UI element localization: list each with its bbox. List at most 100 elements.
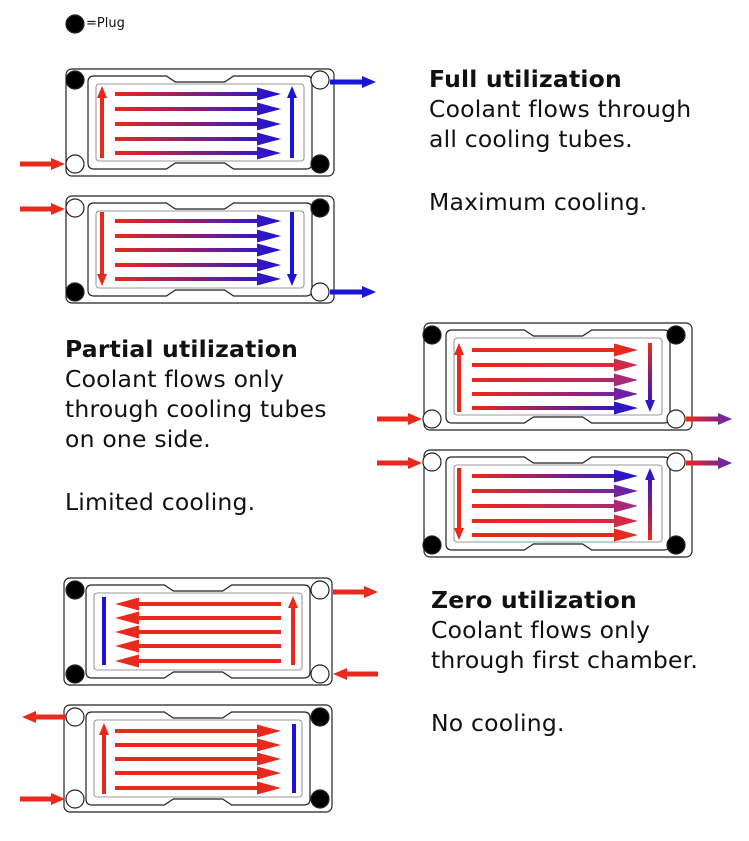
legend-plug-icon <box>65 14 85 34</box>
section-zero-title: Zero utilization <box>431 586 637 614</box>
open-port-icon <box>65 198 85 218</box>
flow-tube-arrow <box>115 752 281 766</box>
flow-tube-arrow <box>115 611 281 625</box>
inlet-arrow <box>377 457 422 469</box>
flow-tube-arrow <box>472 528 638 542</box>
plug-icon <box>310 198 330 218</box>
inlet-arrow <box>377 413 422 425</box>
plug-icon <box>65 70 85 90</box>
section-partial-line: on one side. <box>65 425 211 453</box>
open-port-icon <box>310 70 330 90</box>
open-port-icon <box>310 580 330 600</box>
flow-tube-arrow <box>115 117 281 131</box>
section-zero-conclusion: No cooling. <box>431 709 565 737</box>
flow-tube-arrow <box>115 146 281 160</box>
flow-tube-arrow <box>115 625 281 639</box>
open-port-icon <box>666 409 686 429</box>
flow-tube-arrow <box>115 272 281 286</box>
outlet-arrow <box>333 586 378 598</box>
plug-icon <box>666 535 686 555</box>
section-partial-title: Partial utilization <box>65 335 299 363</box>
flow-tube-arrow <box>115 102 281 116</box>
flow-down-arrow <box>645 343 655 412</box>
open-port-icon <box>65 707 85 727</box>
flow-down-arrow <box>97 212 107 286</box>
radiator-tube-area <box>93 719 303 798</box>
flow-tube-arrow <box>472 499 638 513</box>
radiator-tube-area <box>453 337 663 416</box>
outlet-arrow <box>330 286 376 298</box>
section-partial-line: Coolant flows only <box>65 365 285 393</box>
flow-up-arrow <box>454 343 464 412</box>
plug-icon <box>65 580 85 600</box>
open-port-icon <box>422 452 442 472</box>
flow-up-arrow <box>99 723 109 794</box>
section-full-title: Full utilization <box>429 65 622 93</box>
flow-tube-arrow <box>472 514 638 528</box>
flow-tube-arrow <box>115 258 281 272</box>
open-port-icon <box>422 409 442 429</box>
open-port-icon <box>65 789 85 809</box>
plug-icon <box>310 154 330 174</box>
plug-icon <box>310 789 330 809</box>
flow-bar <box>292 724 296 793</box>
section-full-conclusion: Maximum cooling. <box>429 188 648 216</box>
radiator-tube-area <box>93 592 303 671</box>
flow-tube-arrow <box>115 132 281 146</box>
plug-icon <box>310 707 330 727</box>
flow-up-arrow <box>287 86 297 158</box>
flow-tube-arrow <box>115 639 281 653</box>
flow-tube-arrow <box>115 243 281 257</box>
flow-tube-arrow <box>115 766 281 780</box>
inlet-arrow <box>20 203 65 215</box>
outlet-arrow <box>686 413 732 425</box>
outlet-arrow <box>686 457 732 469</box>
flow-tube-arrow <box>472 387 638 401</box>
section-full-line: all cooling tubes. <box>429 125 633 153</box>
flow-down-arrow <box>287 212 297 286</box>
flow-tube-arrow <box>115 214 281 228</box>
section-full: Full utilization Coolant flows through a… <box>429 64 691 217</box>
flow-tube-arrow <box>115 724 281 738</box>
radiator-tube-area <box>453 464 663 543</box>
inlet-arrow <box>20 793 65 805</box>
plug-icon <box>422 325 442 345</box>
open-port-icon <box>310 664 330 684</box>
section-partial-conclusion: Limited cooling. <box>65 488 256 516</box>
plug-icon <box>65 664 85 684</box>
section-partial: Partial utilization Coolant flows only t… <box>65 334 327 517</box>
section-full-line: Coolant flows through <box>429 95 692 123</box>
flow-tube-arrow <box>472 373 638 387</box>
flow-tube-arrow <box>115 229 281 243</box>
outlet-arrow <box>22 711 66 723</box>
flow-tube-arrow <box>115 87 281 101</box>
open-port-icon <box>65 154 85 174</box>
flow-tube-arrow <box>472 401 638 415</box>
flow-tube-arrow <box>115 597 281 611</box>
plug-icon <box>666 325 686 345</box>
flow-down-arrow <box>454 468 464 540</box>
outlet-arrow <box>330 76 376 88</box>
legend-plug-label: =Plug <box>86 16 125 31</box>
plug-icon <box>422 535 442 555</box>
flow-up-arrow <box>288 596 298 665</box>
section-partial-line: through cooling tubes <box>65 395 327 423</box>
flow-tube-arrow <box>472 358 638 372</box>
section-zero-line: through first chamber. <box>431 646 699 674</box>
flow-up-arrow <box>645 468 655 540</box>
section-zero: Zero utilization Coolant flows only thro… <box>431 585 698 738</box>
section-zero-line: Coolant flows only <box>431 616 651 644</box>
flow-tube-arrow <box>472 469 638 483</box>
radiator-tube-area <box>95 210 305 289</box>
open-port-icon <box>310 282 330 302</box>
flow-tube-arrow <box>115 738 281 752</box>
flow-tube-arrow <box>115 654 281 668</box>
inlet-arrow <box>20 158 65 170</box>
flow-tube-arrow <box>115 781 281 795</box>
flow-tube-arrow <box>472 484 638 498</box>
flow-bar <box>102 597 106 665</box>
plug-icon <box>65 282 85 302</box>
inlet-arrow <box>333 668 378 680</box>
open-port-icon <box>666 452 686 472</box>
